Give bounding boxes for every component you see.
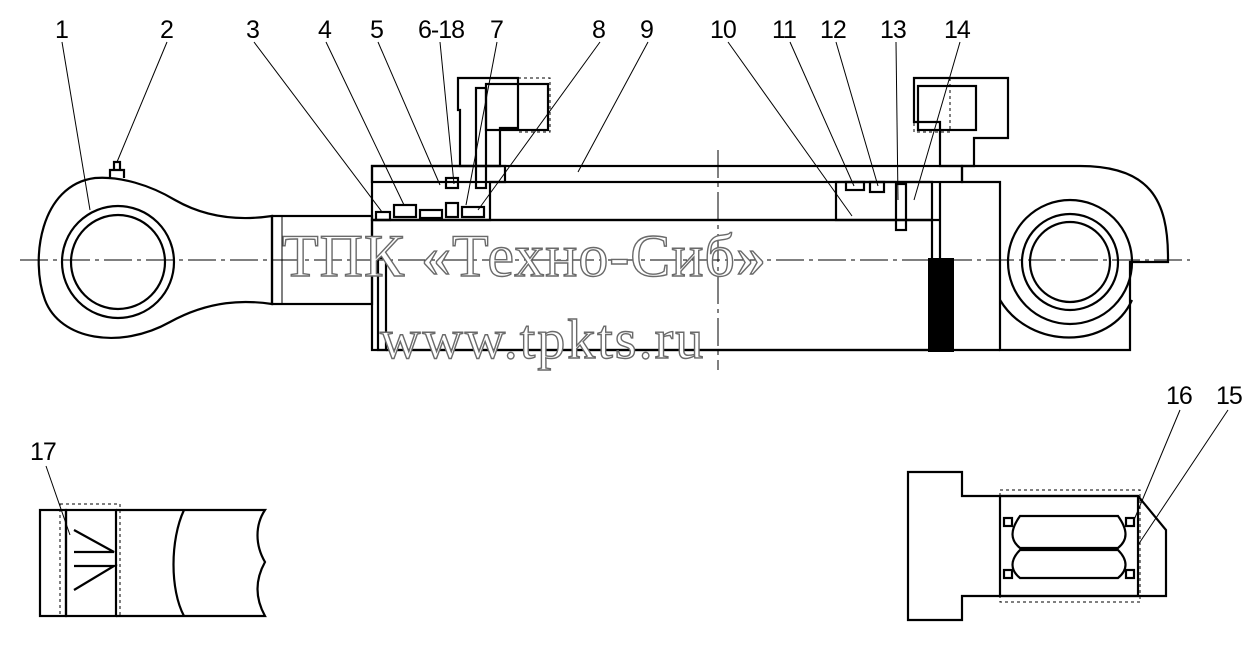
label-8: 8 — [592, 16, 605, 44]
left-port — [456, 76, 551, 190]
label-4: 4 — [318, 16, 332, 44]
label-11: 11 — [772, 16, 796, 44]
label-5: 5 — [370, 16, 383, 44]
piston — [834, 180, 954, 352]
label-9: 9 — [640, 16, 653, 44]
leader-lines — [61, 41, 961, 217]
label-13: 13 — [880, 16, 906, 44]
label-3: 3 — [246, 16, 259, 44]
label-14: 14 — [944, 16, 971, 44]
part-number-labels: 1 2 3 4 5 6-18 7 8 9 10 11 12 13 14 — [55, 16, 972, 44]
label-12: 12 — [820, 16, 846, 44]
label-7: 7 — [490, 16, 503, 44]
label-10: 10 — [710, 16, 736, 44]
detail-17: 17 — [30, 438, 268, 618]
label-1: 1 — [55, 16, 68, 44]
label-16: 16 — [1166, 382, 1192, 410]
gland-head — [370, 164, 507, 222]
detail-15-16: 16 15 — [906, 382, 1243, 622]
base-eye — [960, 164, 1170, 352]
watermark: ТПК «Техно-Сиб» www.tpkts.ru — [281, 222, 767, 371]
watermark-url: www.tpkts.ru — [380, 309, 705, 371]
label-17: 17 — [30, 438, 56, 466]
label-6-18: 6-18 — [418, 16, 464, 44]
watermark-company: ТПК «Техно-Сиб» — [282, 223, 767, 289]
main-cylinder-assembly — [20, 76, 1190, 370]
label-2: 2 — [160, 16, 173, 44]
label-15: 15 — [1216, 382, 1242, 410]
rod-eye — [37, 160, 274, 339]
